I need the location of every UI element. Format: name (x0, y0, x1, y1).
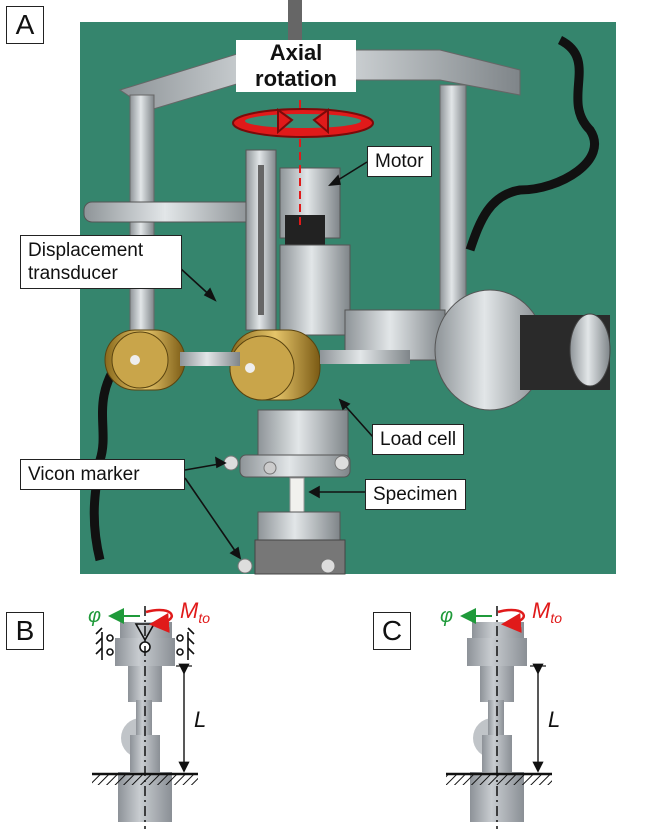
diagram-c-length: L (548, 707, 560, 732)
displacement-transducer-label: Displacement transducer (20, 235, 182, 289)
specimen-label: Specimen (365, 479, 466, 510)
diagram-b-moment: Mto (180, 598, 210, 626)
motor-label: Motor (367, 146, 432, 177)
load-cell-label: Load cell (372, 424, 465, 455)
diagram-b-bearing (95, 623, 195, 660)
diagram-c-phi: φ (440, 605, 453, 627)
diagram-c-moment: Mto (532, 598, 562, 626)
rotation-arrow (232, 108, 374, 138)
panel-b-label: B (6, 612, 44, 650)
axial-rotation-label: Axial rotation (236, 40, 356, 92)
vicon-marker-2 (334, 455, 350, 471)
diagram-b-phi: φ (88, 605, 101, 627)
vicon-marker-3 (263, 461, 277, 475)
top-pole (288, 0, 302, 40)
vicon-marker-label: Vicon marker (20, 459, 185, 490)
vicon-marker-4 (237, 558, 253, 574)
leader-lines (179, 161, 374, 560)
diagram-c-moment-arrow (497, 608, 525, 633)
brass-weights (104, 329, 410, 401)
panel-c-label: C (373, 612, 411, 650)
vicon-marker-5 (320, 558, 336, 574)
panel-a-label: A (6, 6, 44, 44)
diagram-b-length: L (194, 707, 206, 732)
diagram-b-moment-arrow (145, 608, 173, 633)
load-cell (257, 409, 349, 459)
